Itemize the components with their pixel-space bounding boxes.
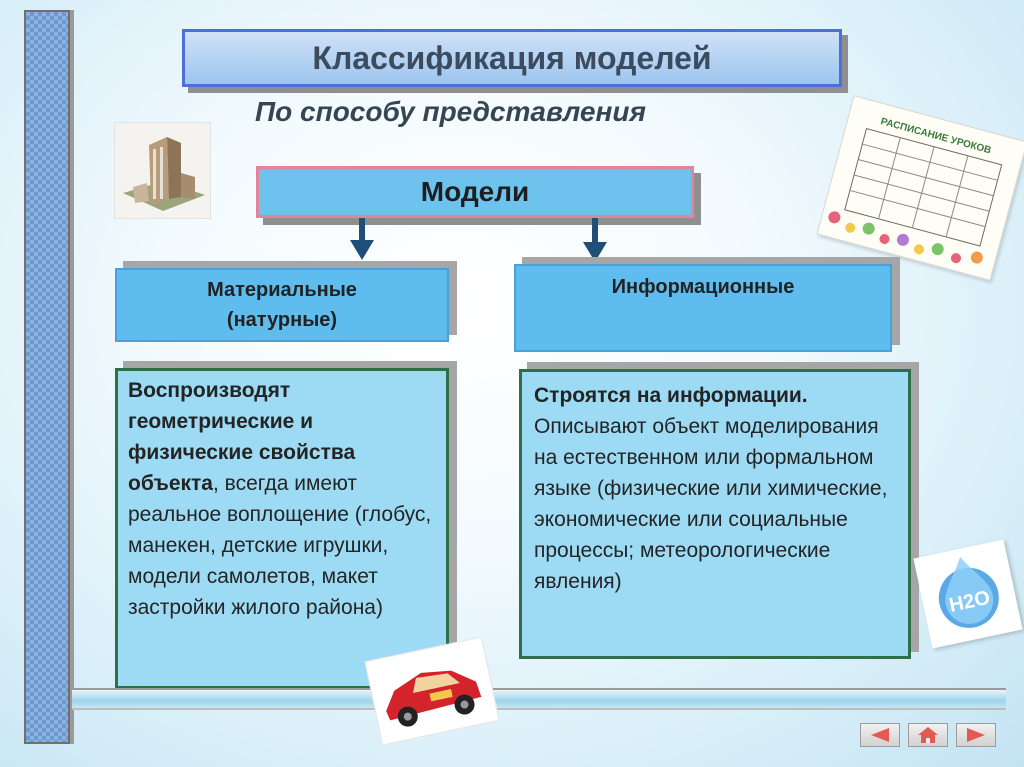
title-banner: Классификация моделей — [182, 29, 842, 87]
triangle-right-icon — [967, 728, 985, 742]
page-title: Классификация моделей — [312, 39, 712, 76]
toy-car-icon — [386, 670, 482, 727]
lesson-schedule-image: РАСПИСАНИЕ УРОКОВ — [816, 95, 1024, 281]
informational-models-label: Информационные — [611, 276, 795, 298]
previous-slide-button[interactable] — [860, 723, 900, 747]
informational-models-node: Информационные — [514, 264, 892, 352]
models-root-node: Модели — [256, 166, 694, 218]
left-decorative-strip — [24, 10, 70, 744]
informational-description-text: Описывают объект моделирования на естест… — [534, 415, 888, 593]
arrow-down-icon — [583, 218, 607, 262]
building-model-icon — [123, 137, 205, 211]
bottom-decorative-bar — [72, 688, 1006, 710]
schedule-table-icon: РАСПИСАНИЕ УРОКОВ — [828, 116, 1003, 264]
water-drop-icon: H2O — [938, 556, 999, 628]
material-description-bold: Воспроизводят геометрические и физически… — [128, 379, 356, 495]
informational-models-description: Строятся на информации. Описывают объект… — [519, 369, 911, 659]
material-description-text: , всегда имеют реальное воплощение (глоб… — [128, 472, 432, 619]
triangle-left-icon — [871, 728, 889, 742]
material-models-description: Воспроизводят геометрические и физически… — [115, 368, 449, 689]
building-model-image — [114, 122, 211, 219]
home-icon — [918, 727, 938, 743]
h2o-image: H2O — [913, 539, 1023, 649]
toy-car-image — [364, 636, 500, 746]
material-models-node: Материальные (натурные) — [115, 268, 449, 342]
material-models-label: Материальные — [207, 279, 357, 301]
informational-description-bold: Строятся на информации. — [534, 384, 808, 407]
models-root-label: Модели — [420, 176, 530, 207]
subtitle: По способу представления — [255, 96, 646, 127]
next-slide-button[interactable] — [956, 723, 996, 747]
arrow-down-icon — [350, 218, 374, 260]
material-models-sublabel: (натурные) — [226, 309, 338, 331]
home-slide-button[interactable] — [908, 723, 948, 747]
